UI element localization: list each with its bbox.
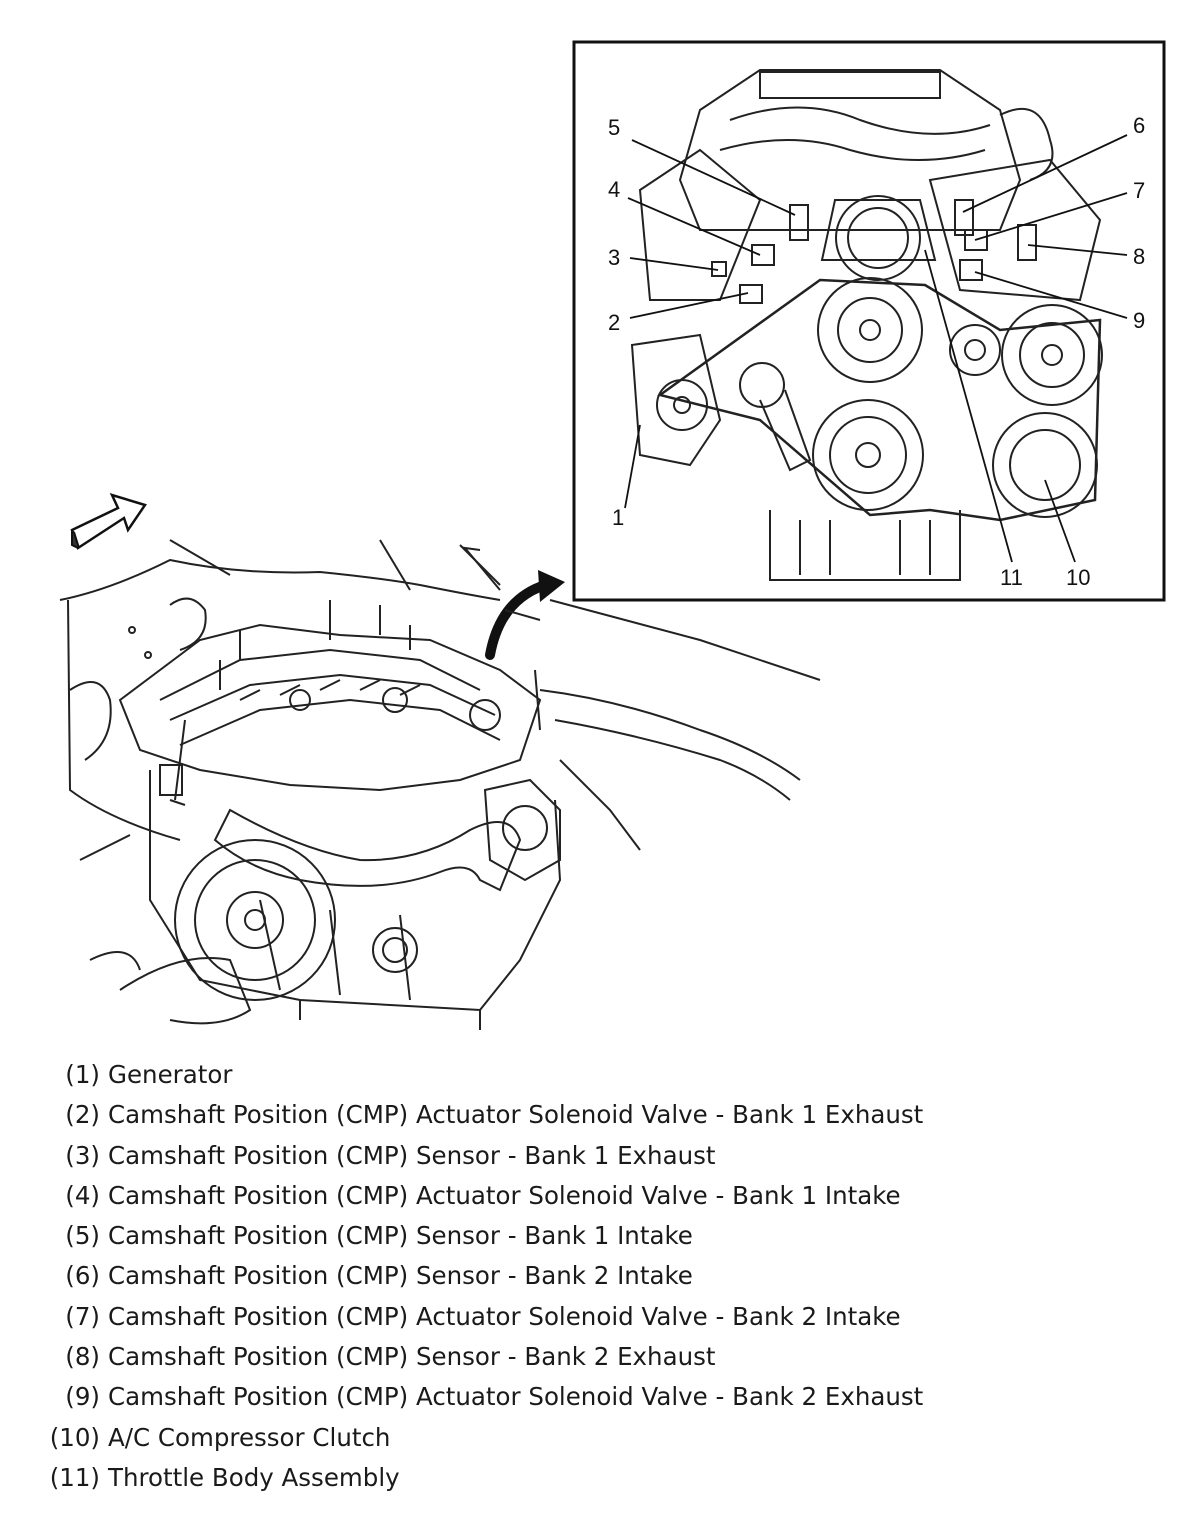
callout-7: 7 (1133, 178, 1145, 203)
legend-label: Camshaft Position (CMP) Actuator Solenoi… (108, 1100, 924, 1130)
legend-item: (5) Camshaft Position (CMP) Sensor - Bank… (40, 1216, 1160, 1256)
legend-number: (10) (49, 1422, 100, 1452)
zoom-arrow (485, 570, 565, 660)
legend-number: (3) (65, 1140, 100, 1170)
inset-engine-front-view (630, 69, 1103, 581)
callout-10: 10 (1066, 565, 1090, 590)
legend-item: (3) Camshaft Position (CMP) Sensor - Bank… (40, 1136, 1160, 1176)
legend-label: A/C Compressor Clutch (108, 1422, 391, 1452)
parts-legend: (1) Generator (2) Camshaft Position (CMP) … (40, 1055, 1160, 1498)
legend-item: (1) Generator (40, 1055, 1160, 1095)
callout-leader-lines (624, 134, 1128, 563)
legend-label: Camshaft Position (CMP) Sensor - Bank 1 … (108, 1140, 716, 1170)
callout-11: 11 (1000, 565, 1023, 590)
legend-item: (2) Camshaft Position (CMP) Actuator Sole… (40, 1095, 1160, 1135)
callout-1: 1 (612, 505, 624, 530)
legend-label: Throttle Body Assembly (108, 1462, 400, 1492)
legend-number: (1) (65, 1060, 100, 1089)
legend-label: Generator (108, 1060, 233, 1089)
forward-direction-arrow (70, 492, 147, 550)
legend-number: (7) (65, 1301, 100, 1331)
legend-item: (10) A/C Compressor Clutch (40, 1418, 1160, 1458)
inset-frame (572, 40, 1166, 602)
legend-item: (4) Camshaft Position (CMP) Actuator Sole… (40, 1176, 1160, 1216)
legend-label: Camshaft Position (CMP) Sensor - Bank 2 … (108, 1261, 693, 1291)
legend-label: Camshaft Position (CMP) Sensor - Bank 2 … (108, 1342, 716, 1372)
legend-number: (4) (65, 1180, 100, 1210)
engine-diagram: 5 4 3 2 1 6 7 8 9 11 10 (59, 40, 1166, 1030)
legend-number: (2) (65, 1100, 100, 1130)
legend-number: (6) (65, 1261, 100, 1291)
legend-item: (6) Camshaft Position (CMP) Sensor - Bank… (40, 1256, 1160, 1296)
legend-number: (5) (65, 1221, 100, 1251)
legend-number: (9) (65, 1382, 100, 1412)
legend-item: (8) Camshaft Position (CMP) Sensor - Bank… (40, 1337, 1160, 1377)
callout-5: 5 (608, 115, 620, 140)
engine-bay-view (59, 539, 821, 1030)
callout-8: 8 (1133, 244, 1145, 269)
legend-label: Camshaft Position (CMP) Actuator Solenoi… (108, 1382, 924, 1412)
callout-6: 6 (1133, 113, 1145, 138)
legend-item: (11) Throttle Body Assembly (40, 1458, 1160, 1498)
legend-number: (11) (49, 1462, 100, 1492)
legend-item: (9) Camshaft Position (CMP) Actuator Sole… (40, 1377, 1160, 1417)
legend-label: Camshaft Position (CMP) Actuator Solenoi… (108, 1180, 901, 1210)
legend-label: Camshaft Position (CMP) Actuator Solenoi… (108, 1301, 901, 1331)
legend-label: Camshaft Position (CMP) Sensor - Bank 1 … (108, 1221, 693, 1251)
legend-number: (8) (65, 1342, 100, 1372)
callout-4: 4 (608, 177, 620, 202)
callout-3: 3 (608, 245, 620, 270)
callout-9: 9 (1133, 308, 1145, 333)
legend-item: (7) Camshaft Position (CMP) Actuator Sole… (40, 1297, 1160, 1337)
callout-2: 2 (608, 310, 620, 335)
